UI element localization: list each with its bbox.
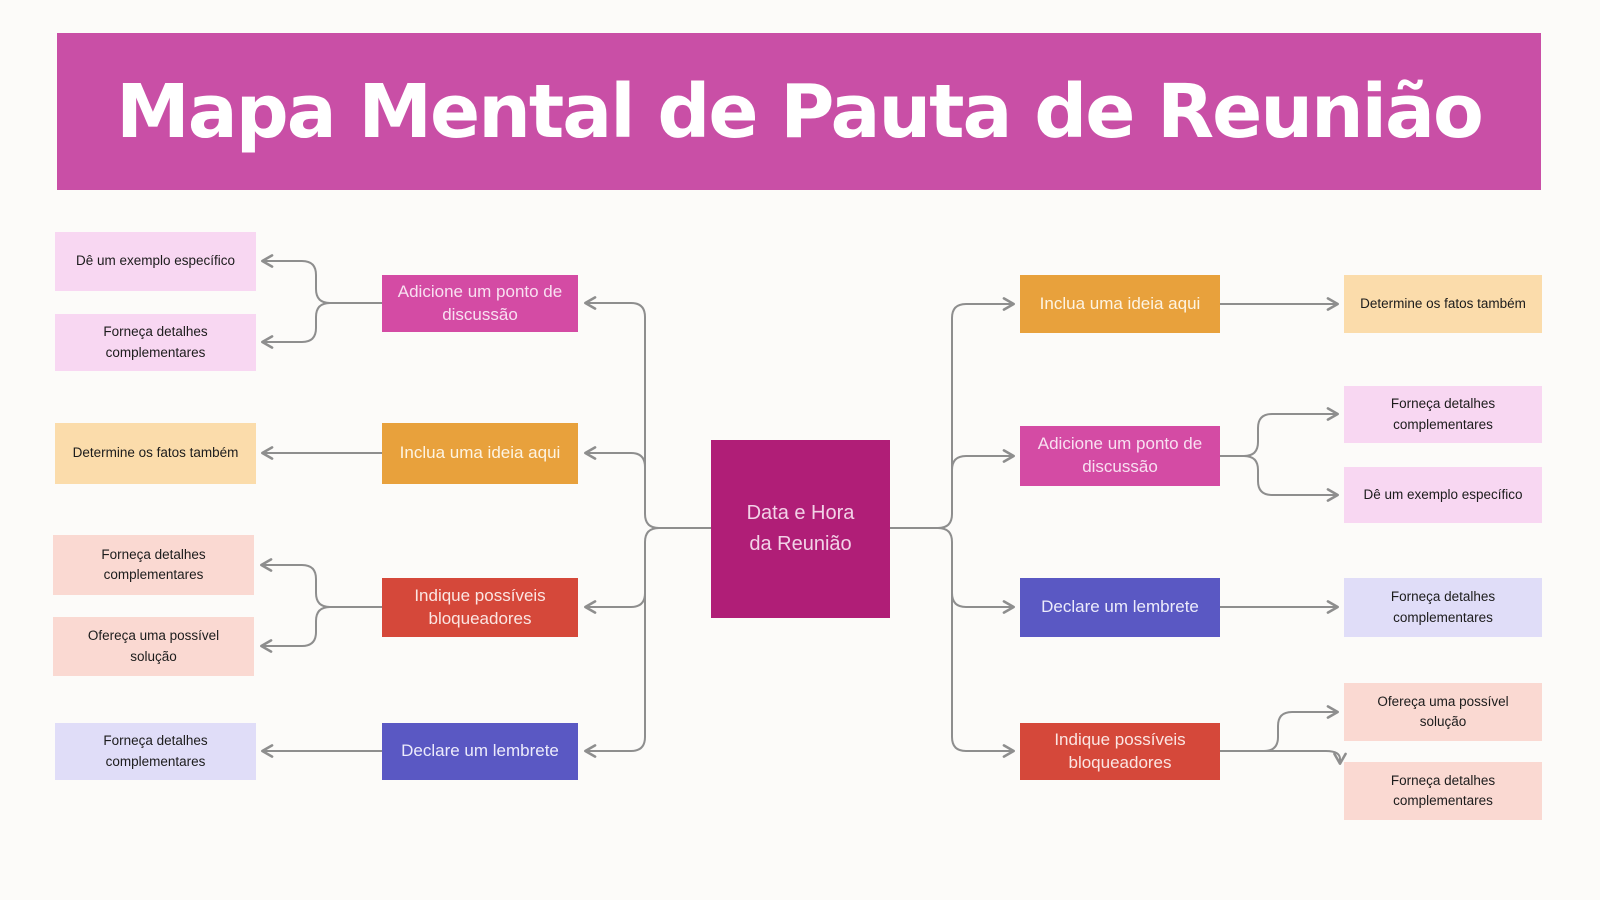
branch-label: Inclua uma ideia aqui — [399, 443, 561, 463]
child-label: Ofereça uma possível solução — [87, 628, 220, 664]
child-label: Forneça detalhes complementares — [103, 324, 208, 360]
child-node-left-1a[interactable]: Dê um exemplo específico — [55, 232, 256, 291]
branch-node-right-4[interactable]: Indique possíveis bloqueadores — [1020, 723, 1220, 780]
connector-l3-child2 — [260, 606, 383, 653]
connector-r4-child2 — [1219, 750, 1347, 765]
child-node-left-2a[interactable]: Determine os fatos também — [55, 423, 256, 484]
connector-center-left-bottom — [584, 527, 712, 758]
connector-center-left-top — [584, 296, 712, 529]
child-node-left-3a[interactable]: Forneça detalhes complementares — [53, 535, 254, 595]
branch-node-right-2[interactable]: Adicione um ponto de discussão — [1020, 426, 1220, 486]
child-node-left-1b[interactable]: Forneça detalhes complementares — [55, 314, 256, 371]
connector-left-branch3 — [584, 592, 646, 614]
branch-label: Indique possíveis bloqueadores — [414, 585, 546, 628]
child-label: Forneça detalhes complementares — [101, 546, 206, 582]
child-label: Dê um exemplo específico — [75, 253, 236, 269]
child-node-right-2a[interactable]: Forneça detalhes complementares — [1344, 386, 1542, 443]
child-label: Determine os fatos também — [72, 445, 239, 461]
connector-l3-child1 — [260, 558, 383, 608]
connector-right-branch3 — [951, 592, 1015, 614]
child-label: Forneça detalhes complementares — [1390, 396, 1496, 432]
child-node-left-3b[interactable]: Ofereça uma possível solução — [53, 617, 254, 676]
connector-l1-child2 — [261, 302, 383, 349]
connector-r4-child1 — [1219, 705, 1339, 752]
branch-label: Declare um lembrete — [1041, 597, 1199, 617]
center-node-label: Data e Hora da Reunião — [746, 502, 855, 555]
branch-node-right-3[interactable]: Declare um lembrete — [1020, 578, 1220, 637]
child-label: Forneça detalhes complementares — [1390, 589, 1496, 625]
branch-label: Indique possíveis bloqueadores — [1054, 729, 1186, 772]
branch-label: Declare um lembrete — [401, 741, 559, 761]
branch-node-left-1[interactable]: Adicione um ponto de discussão — [382, 275, 578, 332]
connector-right-branch2 — [951, 449, 1015, 471]
branch-label: Adicione um ponto de discussão — [397, 281, 563, 324]
branch-node-left-2[interactable]: Inclua uma ideia aqui — [382, 423, 578, 484]
title-banner: Mapa Mental de Pauta de Reunião — [57, 33, 1541, 190]
child-label: Forneça detalhes complementares — [1390, 772, 1496, 808]
child-label: Ofereça uma possível solução — [1377, 693, 1509, 729]
child-node-right-4a[interactable]: Ofereça uma possível solução — [1344, 683, 1542, 741]
child-label: Dê um exemplo específico — [1363, 486, 1523, 502]
child-node-right-3a[interactable]: Forneça detalhes complementares — [1344, 578, 1542, 637]
connector-left-branch2 — [584, 446, 646, 468]
branch-node-left-3[interactable]: Indique possíveis bloqueadores — [382, 578, 578, 637]
child-node-left-4a[interactable]: Forneça detalhes complementares — [55, 723, 256, 780]
connector-r2-child2 — [1219, 455, 1339, 502]
child-node-right-2b[interactable]: Dê um exemplo específico — [1344, 467, 1542, 523]
center-node[interactable]: Data e Hora da Reunião — [711, 440, 890, 618]
connector-l1-child1 — [261, 254, 383, 304]
child-label: Determine os fatos também — [1360, 295, 1526, 311]
connector-r2-child1 — [1219, 407, 1339, 457]
branch-node-left-4[interactable]: Declare um lembrete — [382, 723, 578, 780]
child-node-right-1a[interactable]: Determine os fatos também — [1344, 275, 1542, 333]
connector-center-right-bottom — [889, 527, 1015, 758]
branch-label: Inclua uma ideia aqui — [1039, 293, 1201, 313]
page-title: Mapa Mental de Pauta de Reunião — [116, 68, 1484, 155]
branch-node-right-1[interactable]: Inclua uma ideia aqui — [1020, 275, 1220, 333]
branch-label: Adicione um ponto de discussão — [1037, 434, 1203, 476]
connector-center-right-top — [889, 297, 1015, 529]
child-label: Forneça detalhes complementares — [103, 733, 208, 769]
child-node-right-4b[interactable]: Forneça detalhes complementares — [1344, 762, 1542, 820]
